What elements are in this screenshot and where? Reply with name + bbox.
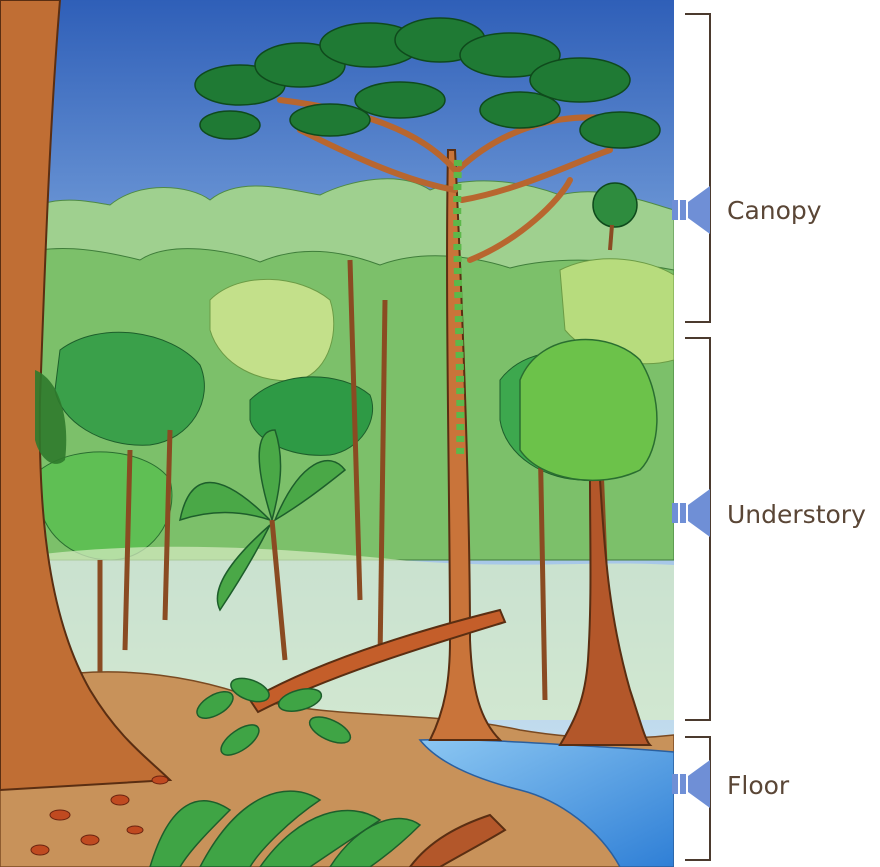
small-emergent-trunk	[610, 225, 612, 250]
speaker-marker-icon[interactable]	[672, 760, 710, 808]
speaker-marker-icon[interactable]	[672, 489, 710, 537]
floor-label: Floor	[727, 771, 789, 800]
understory-label: Understory	[727, 500, 866, 529]
forest-illustration	[0, 0, 674, 867]
buttress-tree-crown	[520, 340, 657, 481]
canopy-label: Canopy	[727, 196, 822, 225]
canopy-bracket	[685, 14, 710, 322]
small-emergent-crown	[593, 183, 637, 227]
speaker-marker-icon[interactable]	[672, 186, 710, 234]
